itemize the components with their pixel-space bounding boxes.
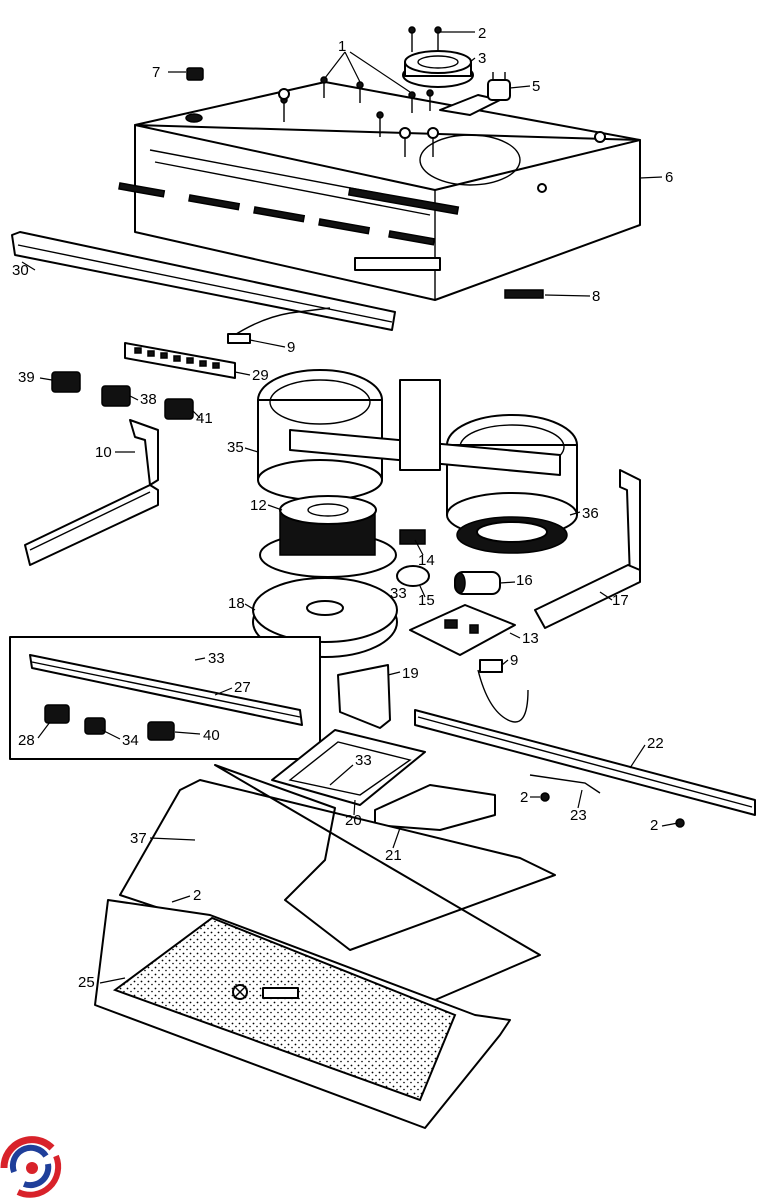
callout-3: 3 xyxy=(478,50,486,67)
swirl-logo-icon xyxy=(0,1136,62,1198)
circuit-board xyxy=(409,604,516,656)
lamp xyxy=(396,565,430,587)
callout-9b: 9 xyxy=(510,652,518,669)
callout-16: 16 xyxy=(516,572,533,589)
capacitor xyxy=(454,571,501,595)
callout-33b: 33 xyxy=(208,650,225,667)
cable-lower xyxy=(477,669,529,723)
motor xyxy=(259,495,397,578)
callout-22: 22 xyxy=(647,735,664,752)
callout-7: 7 xyxy=(152,64,160,81)
fan-assembly xyxy=(257,369,578,554)
switch-21 xyxy=(374,784,496,831)
callout-33c: 33 xyxy=(355,752,372,769)
vent-slots xyxy=(118,182,460,246)
callout-40: 40 xyxy=(203,727,220,744)
callout-12: 12 xyxy=(250,497,267,514)
callout-9: 9 xyxy=(287,339,295,356)
callout-6: 6 xyxy=(665,169,673,186)
callout-13: 13 xyxy=(522,630,539,647)
callout-2d: 2 xyxy=(193,887,201,904)
clip xyxy=(529,774,601,794)
callout-28: 28 xyxy=(18,732,35,749)
grease-filter-tray xyxy=(94,899,511,1129)
callout-5: 5 xyxy=(532,78,540,95)
callout-2: 2 xyxy=(478,25,486,42)
callout-10: 10 xyxy=(95,444,112,461)
callout-33: 33 xyxy=(390,585,407,602)
callout-15: 15 xyxy=(418,592,435,609)
callout-41: 41 xyxy=(196,410,213,427)
outlet-ring xyxy=(402,26,474,88)
callout-8: 8 xyxy=(592,288,600,305)
inset-panel xyxy=(9,636,321,760)
callout-21: 21 xyxy=(385,847,402,864)
callout-2b: 2 xyxy=(520,789,528,806)
callout-17: 17 xyxy=(612,592,629,609)
callout-18: 18 xyxy=(228,595,245,612)
callout-23: 23 xyxy=(570,807,587,824)
switch-plate xyxy=(124,342,236,379)
callout-35: 35 xyxy=(227,439,244,456)
slider xyxy=(504,289,544,299)
power-plug xyxy=(439,72,511,116)
callout-2c: 2 xyxy=(650,817,658,834)
hood-housing xyxy=(118,81,641,301)
knob xyxy=(185,67,204,123)
callout-1: 1 xyxy=(338,38,346,55)
callout-36: 36 xyxy=(582,505,599,522)
right-bracket xyxy=(534,469,641,629)
callout-20: 20 xyxy=(345,812,362,829)
screws xyxy=(278,76,439,157)
callout-14: 14 xyxy=(418,552,435,569)
callout-labels: 1 2 3 5 6 7 8 9 29 30 39 38 41 10 35 12 … xyxy=(12,25,673,991)
callout-27: 27 xyxy=(234,679,251,696)
callout-19: 19 xyxy=(402,665,419,682)
connector xyxy=(399,529,426,545)
front-panel xyxy=(11,231,396,331)
callout-29: 29 xyxy=(252,367,269,384)
left-bracket xyxy=(24,419,159,566)
leader-lines xyxy=(21,31,679,984)
callout-39: 39 xyxy=(18,369,35,386)
callout-38: 38 xyxy=(140,391,157,408)
lamp-holder xyxy=(271,729,426,806)
callout-37: 37 xyxy=(130,830,147,847)
callout-34: 34 xyxy=(122,732,139,749)
callout-25: 25 xyxy=(78,974,95,991)
push-buttons xyxy=(51,371,194,420)
bracket-19 xyxy=(337,664,391,729)
callout-30: 30 xyxy=(12,262,29,279)
filter-disc xyxy=(252,577,398,658)
